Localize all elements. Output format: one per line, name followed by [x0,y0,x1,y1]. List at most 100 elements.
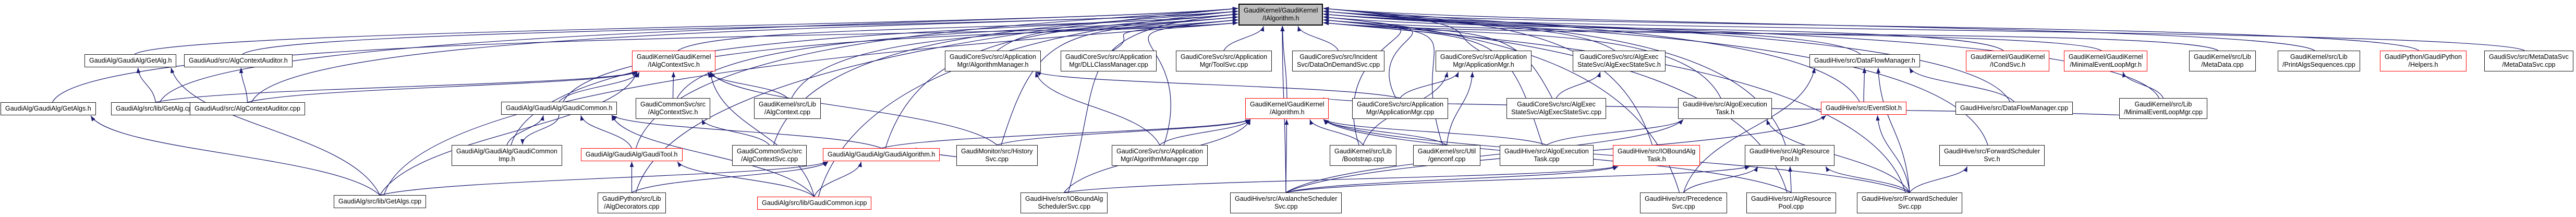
graph-node-label-line: /PrintAlgsSequences.cpp [2282,61,2355,68]
graph-node-label-line: /AlgContext.cpp [764,108,811,116]
graph-edge [1035,71,1401,99]
graph-node-gaudialg-src-lib-gaudicommon-icpp[interactable]: GaudiAlg/src/lib/GaudiCommon.icpp [757,197,872,210]
graph-edge [1323,8,1860,102]
graph-node-gaudialg-gaudialg-gauditool-h[interactable]: GaudiAlg/GaudiAlg/GaudiTool.h [581,148,683,161]
graph-node-gaudipython-src-lib-algdecorators-cpp[interactable]: GaudiPython/src/Lib/AlgDecorators.cpp [598,192,666,213]
graph-node-gaudihive-src-dataflowmanager-h[interactable]: GaudiHive/src/DataFlowManager.h [1809,54,1920,67]
graph-node-label-line: Svc.cpp [985,155,1008,163]
graph-edge [379,71,638,196]
graph-node-gaudialg-gaudialg-gaudicommon-h[interactable]: GaudiAlg/GaudiAlg/GaudiCommon.h [501,102,617,115]
graph-edge-arrowhead [633,72,638,78]
graph-edge-arrowhead [1597,72,1601,78]
graph-node-label-line: GaudiKernel/src/Lib [2194,53,2251,61]
graph-edge-arrowhead [1470,72,1475,78]
graph-edge-arrowhead [1260,26,1265,32]
graph-node-gaudikernel-src-util-genconf-cpp[interactable]: GaudiKernel/src/Util/genconf.cpp [1413,145,1481,166]
graph-edge-arrowhead [702,119,706,125]
graph-edge [701,119,770,146]
graph-node-gaudihive-src-dataflowmanager-cpp[interactable]: GaudiHive/src/DataFlowManager.cpp [1955,102,2073,115]
graph-edge [1285,119,1684,193]
graph-node-gaudisvc-src-metadatasvc-metadatasvc-cpp[interactable]: GaudiSvc/src/MetaDataSvc/MetaDataSvc.cpp [2484,51,2573,71]
graph-node-label-line: /MetaData.cpp [2201,61,2244,68]
graph-node-gaudikernel-gaudikernel-icondsvc-h[interactable]: GaudiKernel/GaudiKernel/ICondSvc.h [1966,51,2050,71]
graph-node-label-line: GaudiCoreSvc/src/AlgExec [1517,101,1596,108]
graph-node-label-line: GaudiHive/src/DataFlowManager.cpp [1960,104,2069,112]
graph-node-gaudialg-gaudialg-getalg-h[interactable]: GaudiAlg/GaudiAlg/GetAlg.h [84,54,177,67]
graph-node-label-line: Task.h [1647,155,1666,163]
graph-node-label-line: GaudiCommonSvc/src [640,101,706,108]
graph-node-gaudicommonsvc-src-algcontextsvc-cpp[interactable]: GaudiCommonSvc/src/AlgContextSvc.cpp [732,145,807,166]
graph-node-gaudialg-src-lib-getalg-cpp[interactable]: GaudiAlg/src/lib/GetAlg.cpp [111,102,200,115]
graph-edge-arrowhead [1812,68,1816,74]
graph-node-label-line: GaudiCoreSvc/src/Application [1065,53,1152,61]
graph-edge-arrowhead [1323,7,1329,11]
graph-node-gaudicommonsvc-src-algcontextsvc-h[interactable]: GaudiCommonSvc/src/AlgContextSvc.h [636,98,711,119]
graph-edge-arrowhead [540,115,544,121]
graph-edge-arrowhead [171,68,175,74]
graph-edge [1556,71,1601,99]
graph-edge [1683,67,1815,193]
graph-edge [1223,26,1264,51]
graph-node-label-line: /Helpers.h [2408,61,2438,68]
graph-edge-arrowhead [2122,72,2127,78]
graph-edge [1323,22,2219,51]
graph-node-gaudikernel-gaudikernel-ialgcontextsvc-h[interactable]: GaudiKernel/GaudiKernel/IAlgContextSvc.h [632,51,716,71]
graph-edge-arrowhead [1754,166,1758,172]
graph-node-label-line: Mgr/ToolSvc.cpp [1199,61,1248,68]
graph-node-label-line: GaudiKernel/GaudiKernel [2069,53,2143,61]
graph-node-label-line: GaudiPython/GaudiPython [2385,53,2462,61]
graph-node-label-line: GaudiAlg/src/lib/GetAlg.cpp [116,105,196,112]
graph-node-gaudiaud-src-algcontextauditor-cpp[interactable]: GaudiAud/src/AlgContextAuditor.cpp [190,102,305,115]
graph-node-gaudikernel-src-lib-algcontext-cpp[interactable]: GaudiKernel/src/Lib/AlgContext.cpp [754,98,821,119]
graph-node-gaudikernel-src-lib-printalgssequences-cpp[interactable]: GaudiKernel/src/Lib/PrintAlgsSequences.c… [2278,51,2360,71]
graph-edge [1323,10,2011,102]
graph-node-label-line: GaudiAlg/GaudiAlg/GetAlgs.h [5,105,91,112]
graph-node-label-line: Imp.h [499,155,515,163]
graph-node-gaudikernel-src-lib-bootstrap-cpp[interactable]: GaudiKernel/src/Lib/Bootstrap.cpp [1330,145,1396,166]
graph-edge-arrowhead [631,71,637,76]
graph-node-label-line: GaudiAlg/GaudiAlg/GaudiCommon [456,148,557,155]
graph-node-gaudihive-src-eventslot-h[interactable]: GaudiHive/src/EventSlot.h [1821,102,1906,115]
graph-node-gaudikernel-gaudikernel-algorithm-h[interactable]: GaudiKernel/GaudiKernel/Algorithm.h [1245,98,1329,119]
graph-node-label-line: /genconf.cpp [1428,155,1466,163]
graph-node-label-line: /IAlgContextSvc.h [648,61,700,68]
graph-node-gaudialg-gaudialg-gaudialgorithm-h[interactable]: GaudiAlg/GaudiAlg/GaudiAlgorithm.h [823,148,940,161]
graph-edge [1112,19,1238,51]
graph-edge [997,119,1251,146]
graph-node-label-line: GaudiHive/src/IOBoundAlg [1618,148,1696,155]
graph-node-label-line: Pool.h [1780,155,1799,163]
graph-edge-arrowhead [1232,13,1238,17]
graph-edge-arrowhead [1862,68,1867,74]
graph-node-gaudialg-src-lib-getalgs-cpp[interactable]: GaudiAlg/src/lib/GetAlgs.cpp [334,195,427,208]
graph-node-gaudikernel-src-lib-metadata-cpp[interactable]: GaudiKernel/src/Lib/MetaData.cpp [2189,51,2256,71]
graph-node-gaudikernel-src-lib-minimaleventloopmgr-cpp[interactable]: GaudiKernel/src/Lib/MinimalEventLoopMgr.… [2119,98,2207,119]
graph-node-gaudiaud-src-algcontextauditor-h[interactable]: GaudiAud/src/AlgContextAuditor.h [184,54,293,67]
graph-node-gaudikernel-gaudikernel-minimaleventloopmgr-h[interactable]: GaudiKernel/GaudiKernel/MinimalEventLoop… [2064,51,2148,71]
graph-node-gaudipython-gaudipython-helpers-h[interactable]: GaudiPython/GaudiPython/Helpers.h [2380,51,2467,71]
graph-edge [1285,166,1751,193]
graph-edge-arrowhead [580,115,585,121]
graph-edge-arrowhead [629,162,634,167]
graph-node-gaudialg-gaudialg-getalgs-h[interactable]: GaudiAlg/GaudiAlg/GetAlgs.h [1,102,96,115]
